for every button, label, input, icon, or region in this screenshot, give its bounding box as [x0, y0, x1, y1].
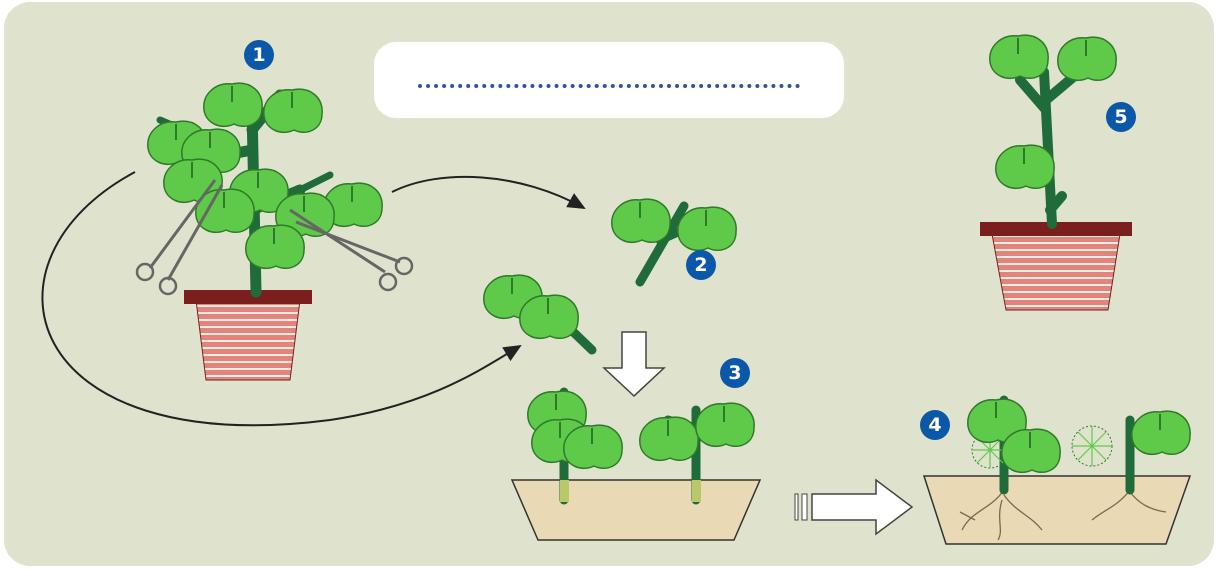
dotted-blank-line — [418, 84, 800, 88]
step-badge-1: 1 — [244, 40, 274, 70]
step-badge-3: 3 — [720, 358, 750, 388]
water-tray — [510, 387, 762, 541]
scissors-icon — [289, 208, 414, 292]
rooting-tray — [922, 395, 1192, 545]
mother-plant — [135, 82, 414, 381]
cutting-lower — [482, 274, 597, 355]
scissors-icon — [135, 179, 224, 296]
new-potted-plant — [980, 34, 1132, 311]
pot-1 — [184, 290, 312, 381]
title-box — [374, 42, 844, 118]
step-badge-4: 4 — [920, 410, 950, 440]
arrow-curve-upper — [391, 175, 586, 209]
step-badge-2: 2 — [686, 250, 716, 280]
arrow-curve-lower — [41, 171, 522, 427]
arrow-down-icon — [602, 331, 666, 398]
step-badge-5: 5 — [1106, 102, 1136, 132]
cutting-upper — [610, 198, 738, 287]
arrow-right-icon — [794, 478, 914, 536]
